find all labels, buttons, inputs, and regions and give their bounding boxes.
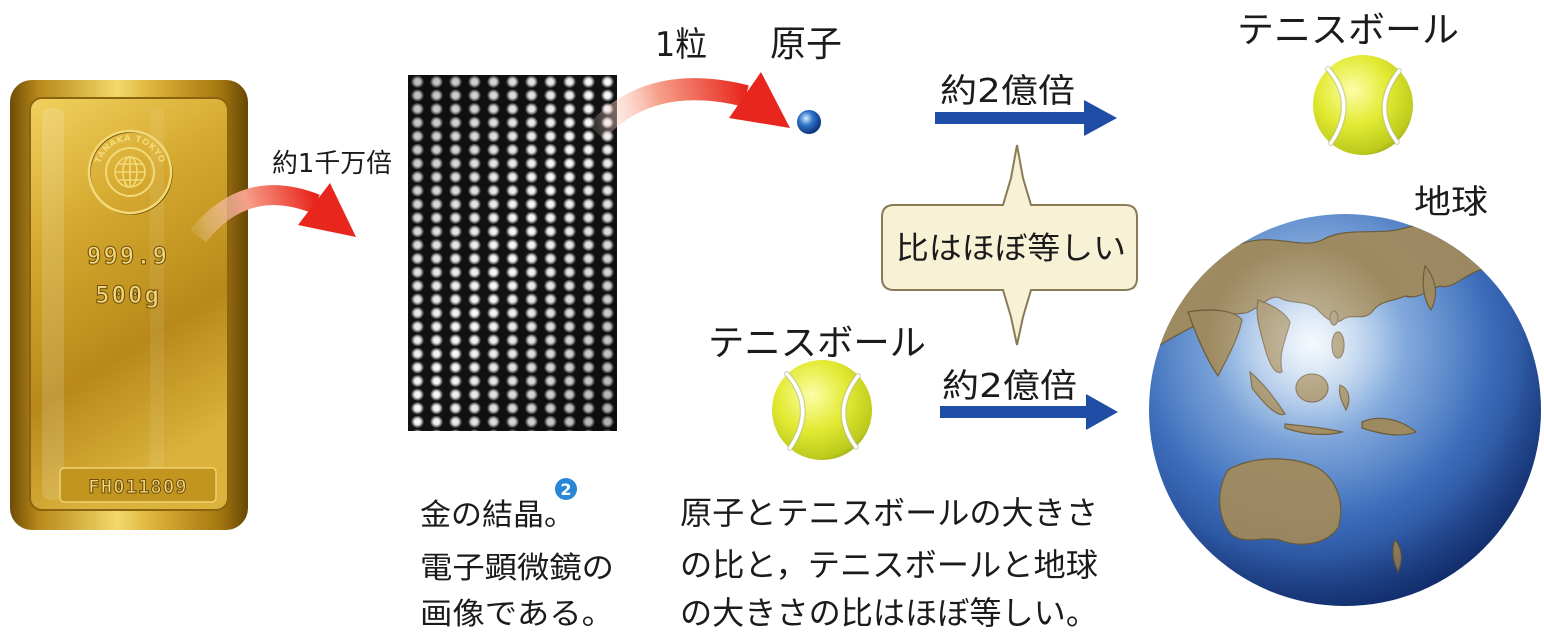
scale-label-top: 約2億倍 <box>940 71 1075 110</box>
arrow-shaft <box>587 78 749 140</box>
crystal-caption-line-3: 画像である。 <box>420 597 614 632</box>
magnify-arrow-to-crystal <box>190 183 356 243</box>
scale-arrow-top <box>935 100 1117 136</box>
summary-caption-line-1: 原子とテニスボールの大きさ <box>680 494 1098 532</box>
scale-label-bottom: 約2億倍 <box>942 366 1077 405</box>
atom-name-label: 原子 <box>770 24 842 65</box>
arrow-shaft <box>940 406 1088 418</box>
arrow-shaft <box>935 112 1087 124</box>
ratio-bubble: 比はほぼ等しい <box>881 144 1138 346</box>
magnify-arrow-to-atom <box>587 72 790 140</box>
gold-bar-serial: FH011809 <box>88 476 188 498</box>
gold-bar: TANAKA TOKYO 999.9 500g FH011809 <box>10 80 248 530</box>
gold-bar-face <box>29 97 229 511</box>
tennis-ball-seam <box>1325 66 1402 146</box>
ratio-bubble-shape <box>881 144 1138 346</box>
gold-bar-purity: 999.9 <box>87 242 169 270</box>
arrow-head <box>729 72 790 128</box>
arrow-shaft <box>190 185 320 243</box>
earth-label: 地球 <box>1414 182 1488 221</box>
crystal-caption: 金の結晶。 2 電子顕微鏡の 画像である。 <box>420 478 614 632</box>
magnification-label-10-million: 約1千万倍 <box>272 149 392 179</box>
gold-crystal-micrograph <box>408 75 617 431</box>
logo-inner-ring <box>105 147 155 197</box>
gold-bar-serial-panel <box>59 467 217 503</box>
tennis-ball-mid <box>772 360 872 460</box>
gold-bar-highlight <box>42 108 64 500</box>
summary-caption-line-3: の大きさの比はほぼ等しい。 <box>680 594 1098 632</box>
earth-globe <box>1149 214 1541 606</box>
ratio-bubble-text: 比はほぼ等しい <box>896 231 1126 267</box>
tennis-ball-seam <box>784 371 861 451</box>
tennis-ball-top-label: テニスボール <box>1237 10 1459 51</box>
atom-sphere <box>797 110 821 134</box>
arrow-head <box>1086 394 1118 430</box>
tennis-ball-mid-label: テニスボール <box>708 323 926 364</box>
crystal-caption-line-1: 金の結晶。 <box>420 498 575 533</box>
summary-caption-line-2: の比と，テニスボールと地球 <box>680 546 1098 584</box>
arrow-head <box>298 183 356 237</box>
tennis-ball-top <box>1313 55 1413 155</box>
note-badge <box>555 478 577 500</box>
gold-bar-weight: 500g <box>95 281 161 309</box>
gold-bar-logo: TANAKA TOKYO <box>87 129 173 215</box>
crystal-caption-line-2: 電子顕微鏡の <box>420 551 614 586</box>
scale-arrow-bottom <box>940 394 1118 430</box>
atom-count-label: 1粒 <box>655 25 707 65</box>
logo-outer-ring-highlight <box>87 129 173 215</box>
earth-shading <box>1149 214 1541 606</box>
globe-icon <box>114 156 146 188</box>
micrograph-shading <box>408 75 617 431</box>
note-badge-number: 2 <box>560 480 571 499</box>
arrow-head <box>1084 100 1117 136</box>
summary-caption: 原子とテニスボールの大きさ の比と，テニスボールと地球 の大きさの比はほぼ等しい… <box>680 494 1098 632</box>
